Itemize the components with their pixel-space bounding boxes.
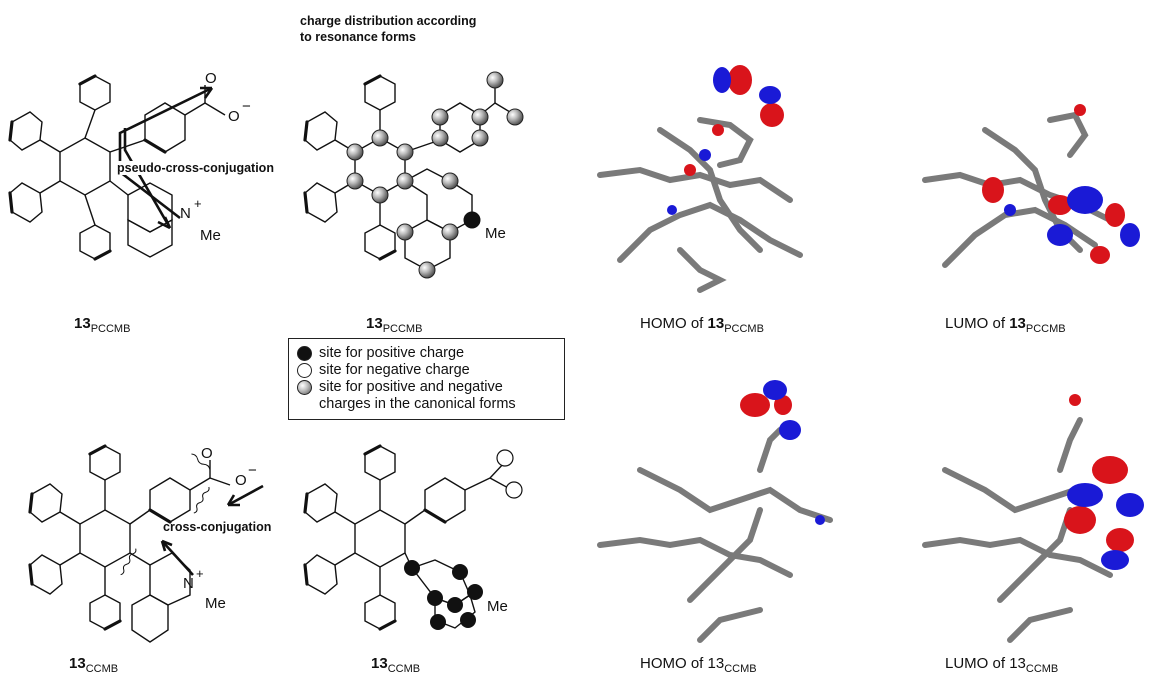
legend-positive: site for positive charge bbox=[289, 345, 564, 362]
subscript-pccmb: PCCMB bbox=[90, 323, 131, 335]
subscript-pccmb: PCCMB bbox=[1025, 323, 1066, 335]
header-line-2: to resonance forms bbox=[300, 30, 417, 44]
lumo-prefix: LUMO of bbox=[945, 655, 1010, 672]
label-lumo-ccmb: LUMO of 13CCMB bbox=[945, 655, 1058, 675]
legend-both-line-2: charges in the canonical forms bbox=[319, 396, 516, 412]
legend-negative: site for negative charge bbox=[289, 362, 564, 379]
label-homo-pccmb: HOMO of 13PCCMB bbox=[640, 315, 764, 335]
minus-sign-bottom: − bbox=[248, 462, 257, 479]
plus-sign-top: + bbox=[194, 196, 202, 211]
subscript-ccmb: CCMB bbox=[1025, 663, 1059, 675]
compound-number: 13 bbox=[707, 315, 725, 332]
minus-sign-top: − bbox=[242, 98, 251, 115]
grey-ball-icon bbox=[297, 380, 312, 395]
lumo-prefix: LUMO of bbox=[945, 315, 1010, 332]
compound-number: 13 bbox=[707, 655, 725, 672]
legend-negative-text: site for negative charge bbox=[319, 362, 470, 378]
plus-sign-bottom: + bbox=[196, 566, 204, 581]
label-13-ccmb-middle: 13CCMB bbox=[371, 655, 420, 675]
me-bottom-left: Me bbox=[205, 595, 226, 612]
me-top-left: Me bbox=[200, 227, 221, 244]
subscript-ccmb: CCMB bbox=[724, 663, 757, 675]
o-minus-bottom: O bbox=[235, 472, 247, 489]
compound-number: 13 bbox=[1009, 655, 1026, 672]
compound-number: 13 bbox=[74, 315, 91, 332]
compound-number: 13 bbox=[1009, 315, 1026, 332]
resonance-header: charge distribution according to resonan… bbox=[300, 13, 476, 45]
legend-both-line-1: site for positive and negative bbox=[319, 379, 503, 395]
o-top: O bbox=[205, 70, 217, 87]
o-minus-top: O bbox=[228, 108, 240, 125]
compound-number: 13 bbox=[69, 655, 86, 672]
subscript-pccmb: PCCMB bbox=[382, 323, 423, 335]
label-lumo-pccmb: LUMO of 13PCCMB bbox=[945, 315, 1066, 335]
cross-conjugation-label: cross-conjugation bbox=[163, 520, 272, 534]
subscript-ccmb: CCMB bbox=[85, 663, 119, 675]
compound-number: 13 bbox=[371, 655, 388, 672]
homo-prefix: HOMO of bbox=[640, 315, 708, 332]
subscript-ccmb: CCMB bbox=[387, 663, 421, 675]
n-top: N bbox=[180, 205, 191, 222]
n-bottom: N bbox=[183, 575, 194, 592]
o-bottom: O bbox=[201, 445, 213, 462]
header-line-1: charge distribution according bbox=[300, 14, 477, 28]
label-13-ccmb-left: 13CCMB bbox=[69, 655, 118, 675]
label-homo-ccmb: HOMO of 13CCMB bbox=[640, 655, 757, 675]
white-dot-icon bbox=[297, 363, 312, 378]
label-13-pccmb-middle: 13PCCMB bbox=[366, 315, 422, 335]
label-13-pccmb-left: 13PCCMB bbox=[74, 315, 130, 335]
compound-number: 13 bbox=[366, 315, 383, 332]
subscript-pccmb: PCCMB bbox=[724, 323, 764, 335]
homo-prefix: HOMO of bbox=[640, 655, 708, 672]
black-dot-icon bbox=[297, 346, 312, 361]
me-top-middle: Me bbox=[485, 225, 506, 242]
legend-box: site for positive charge site for negati… bbox=[288, 338, 565, 420]
pseudo-cross-conjugation-label: pseudo-cross-conjugation bbox=[117, 161, 274, 175]
legend-positive-text: site for positive charge bbox=[319, 345, 465, 361]
me-bottom-middle: Me bbox=[487, 598, 508, 615]
